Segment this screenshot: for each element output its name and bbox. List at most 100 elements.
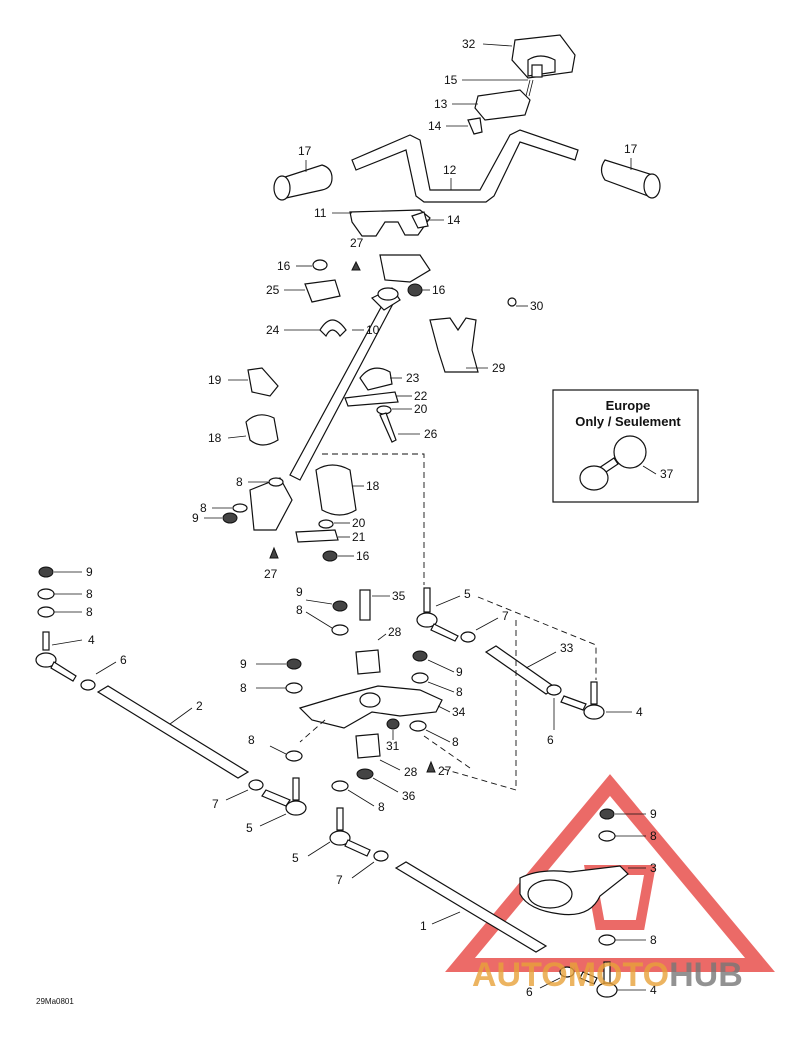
callout-11: 11 [314,206,327,220]
part-nut-6-left [80,679,96,691]
callout-20-low: 20 [352,516,366,530]
inset-title-line1: Europe [606,398,651,413]
part-plate-22 [344,391,399,407]
callout-13: 13 [434,97,448,111]
part-nut-7-upper [460,631,476,643]
svg-text:37: 37 [660,467,674,481]
callout-6-left: 6 [120,653,127,667]
part-nut-9-left [38,566,54,578]
part-clamp-11 [349,209,431,237]
callout-32: 32 [462,37,476,51]
part-washer-8-left-b [37,606,55,618]
part-washer-8-c4 [331,780,349,792]
part-nut-9-c2 [286,658,302,670]
callout-5-upper: 5 [464,587,471,601]
callout-9-center: 9 [296,585,303,599]
callout-14-low: 14 [447,213,461,227]
part-column-block [249,477,293,531]
callout-28-lower: 28 [404,765,418,779]
part-washer-8-lr-a [598,830,616,842]
callout-15: 15 [444,73,458,87]
callout-36: 36 [402,789,416,803]
part-tie-rod-1 [394,861,548,953]
callout-27-low: 27 [264,567,278,581]
callout-33: 33 [560,641,574,655]
part-grip-17-right [600,159,661,199]
part-washer-8-center [331,624,349,636]
callout-23: 23 [406,371,420,385]
part-nut-9-side [222,512,238,524]
part-nut-36 [356,768,374,780]
watermark-part1: AUTO [472,956,568,994]
part-washer-8-c2 [285,682,303,694]
part-tie-rod-2 [96,685,250,779]
callout-14-top: 14 [428,119,442,133]
callout-8-arm: 8 [456,685,463,699]
callout-5-left: 5 [246,821,253,835]
part-bolt-26 [379,412,397,443]
callout-5-lower: 5 [292,851,299,865]
part-plate-21 [295,529,339,543]
callout-6-lower: 6 [526,985,533,999]
part-tie-rod-33 [484,645,558,695]
part-washer-8-right-arm [411,672,429,684]
part-nut-7-left [248,779,264,791]
callout-4-lower: 4 [650,983,657,997]
assembly-lines [299,453,597,791]
callout-8-center: 8 [296,603,303,617]
callout-6-right: 6 [547,733,554,747]
callout-8-lr-b: 8 [650,933,657,947]
part-grease-27-low [269,546,279,559]
callout-16-mid: 16 [432,283,446,297]
callout-4-right: 4 [636,705,643,719]
callout-7-upper: 7 [502,609,509,623]
part-nut-6-right [546,684,562,696]
callout-9-c2: 9 [240,657,247,671]
part-tie-rod-end-5-upper [416,587,459,642]
part-clamp-32 [511,34,576,79]
part-washer-20-low [318,519,334,529]
part-tie-rod-end-4-right [560,681,605,720]
part-bushing-18-upper [245,414,279,446]
callout-8-left-a: 8 [86,587,93,601]
part-bushing-25 [304,279,341,303]
part-ubolt-19 [247,367,279,397]
part-nut-16 [407,283,423,297]
callout-10: 10 [366,323,380,337]
inset-europe-only: Europe Only / Seulement 37 [552,389,699,503]
part-washer-20-top [376,405,392,415]
part-tie-rod-end-4-lower [579,961,618,998]
callout-labels: 32 15 13 14 17 17 12 11 14 27 16 16 25 [51,37,657,999]
callout-2: 2 [196,699,203,713]
part-bracket-23 [359,367,393,391]
part-grease-27-top [351,260,361,271]
callout-9-lr: 9 [650,807,657,821]
part-bushing-18-lower [315,464,357,516]
part-nut-9-center [332,600,348,612]
part-washer-8-c3 [285,750,303,762]
part-bushing-24 [319,319,347,338]
part-knob-37-icon [613,435,647,469]
part-nut-16-low [322,550,338,562]
callout-1: 1 [420,919,427,933]
part-bolt-15 [525,64,543,97]
part-bushing-28-lower [355,733,381,759]
callout-3: 3 [650,861,657,875]
callout-4-left: 4 [88,633,95,647]
part-nut-16-top [312,259,328,271]
callout-9-left: 9 [86,565,93,579]
part-handlebar-12 [351,129,579,203]
reference-code: 29Ma0801 [36,997,74,1006]
svg-text:AUTOMOTOHUB: AUTOMOTOHUB [472,956,743,994]
callout-8-col: 8 [236,475,243,489]
watermark-inner-icon [584,865,656,930]
watermark-text: AUTOMOTOHUB [472,956,743,994]
part-tie-rod-end-4-left [35,631,77,682]
part-grip-17-left [273,164,333,201]
part-nut-9-lower-right [599,808,615,820]
callout-8-arm-low: 8 [452,735,459,749]
callout-27-top: 27 [350,236,364,250]
callout-26: 26 [424,427,438,441]
watermark-part2: MOTO [568,956,669,994]
callout-18-lower: 18 [366,479,380,493]
